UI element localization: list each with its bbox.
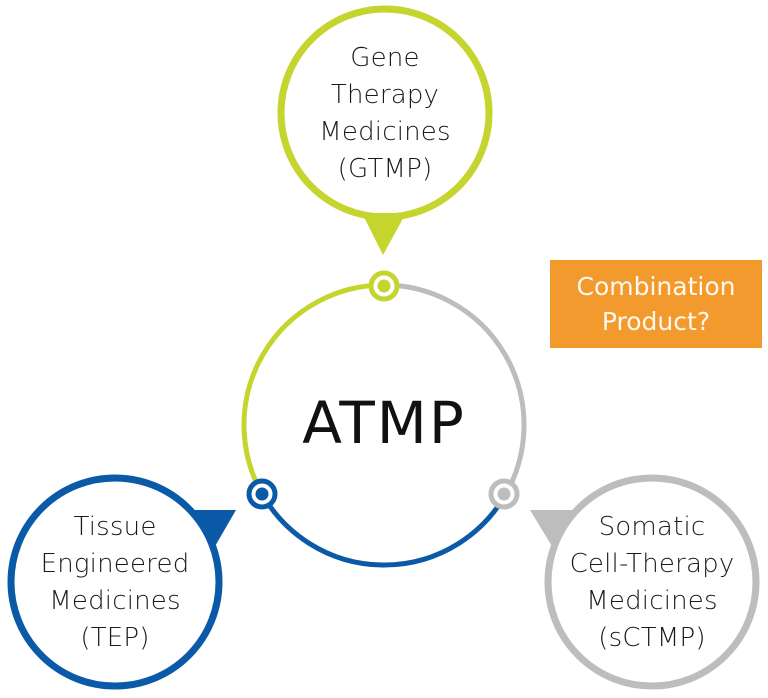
sctmp-pointer xyxy=(530,510,576,548)
gtmp-label-line: Therapy xyxy=(330,80,440,110)
sctmp-label-line: Somatic xyxy=(598,512,706,542)
center-arc-green xyxy=(241,282,385,497)
sctmp-label-line: Medicines xyxy=(586,586,718,616)
tep-label-line: Tissue xyxy=(73,512,157,542)
gtmp-label-line: (GTMP) xyxy=(337,154,433,184)
sctmp-label: Somatic Cell-Therapy Medicines (sCTMP) xyxy=(552,509,752,657)
tep-label-line: Engineered xyxy=(40,549,190,579)
gtmp-label-line: Medicines xyxy=(319,117,451,147)
center-arc-gray xyxy=(383,282,527,497)
gtmp-pointer xyxy=(362,213,406,255)
center-arc-blue xyxy=(260,493,508,568)
combination-label-line: Combination xyxy=(576,272,736,301)
gtmp-node xyxy=(368,270,400,302)
tep-label-line: Medicines xyxy=(49,586,181,616)
tep-bubble xyxy=(7,474,223,690)
tep-node xyxy=(246,478,278,510)
combination-label-line: Product? xyxy=(601,307,711,336)
gtmp-label: Gene Therapy Medicines (GTMP) xyxy=(285,40,485,188)
sctmp-bubble xyxy=(544,474,760,690)
sctmp-node xyxy=(488,478,520,510)
sctmp-label-line: (sCTMP) xyxy=(598,623,706,653)
sctmp-label-line: Cell-Therapy xyxy=(569,549,735,579)
gtmp-label-line: Gene xyxy=(350,43,420,73)
tep-label: Tissue Engineered Medicines (TEP) xyxy=(15,509,215,657)
tep-label-line: (TEP) xyxy=(80,623,150,653)
center-label: ATMP xyxy=(302,389,466,457)
tep-pointer xyxy=(190,510,236,548)
combination-product-box: Combination Product? xyxy=(550,260,762,348)
